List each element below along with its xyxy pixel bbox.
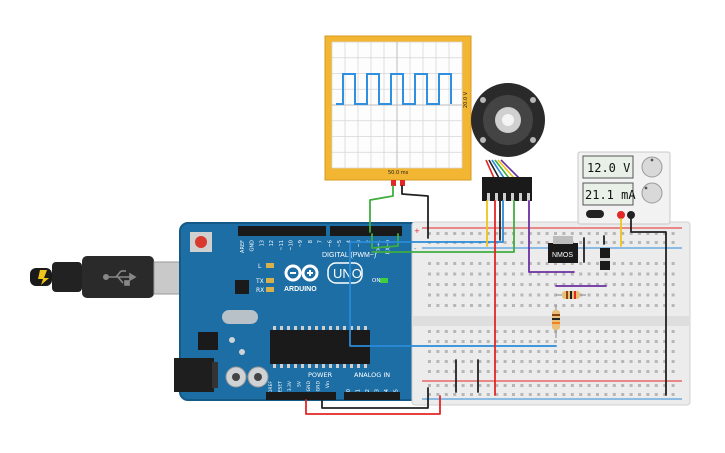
digital-pin-label: 12 <box>269 240 275 246</box>
current-knob[interactable] <box>641 182 663 204</box>
wire-5v-red <box>305 395 441 415</box>
atmega-chip <box>270 330 370 364</box>
digital-pin-label: ~9 <box>298 240 304 247</box>
encoder-connector <box>482 177 532 201</box>
led-l-label: L <box>258 263 262 270</box>
rail-minus-label: - <box>414 245 417 253</box>
resistor-horizontal[interactable] <box>556 291 586 299</box>
wire-scope-black <box>401 185 429 239</box>
current-readout: 21.1 mA <box>585 188 636 202</box>
scope-probe-red[interactable] <box>391 180 396 186</box>
digital-pin-label: 13 <box>259 240 265 246</box>
wire-encoder-green <box>371 200 515 253</box>
power-jack[interactable] <box>174 358 214 392</box>
voltage-regulator <box>198 332 218 350</box>
arduino-logo-icon <box>284 264 319 282</box>
scope-time-div: 50.0 ms <box>388 170 409 176</box>
power-switch[interactable] <box>586 210 604 218</box>
power-pin-label: 3.3V <box>287 380 293 391</box>
digital-pin-label: GND <box>250 240 256 252</box>
breadboard[interactable]: + - <box>411 221 691 406</box>
digital-header-right <box>330 226 402 236</box>
rail-plus-label: + <box>414 227 420 235</box>
arduino-brand: ARDUINO <box>284 286 317 293</box>
digital-header-left <box>238 226 326 236</box>
digital-pin-label: ~6 <box>327 240 333 247</box>
wire-encoder-blue <box>349 200 557 347</box>
analog-label: ANALOG IN <box>354 371 390 379</box>
digital-pin-label: ~10 <box>289 240 295 251</box>
crystal <box>222 310 258 324</box>
power-pin-label: IOREF <box>268 381 274 395</box>
nmos-transistor[interactable]: NMOS <box>548 236 578 263</box>
wires[interactable] <box>305 185 667 415</box>
voltage-display <box>582 155 634 179</box>
diode[interactable] <box>600 248 610 270</box>
digital-pin-label: ~3 <box>356 240 362 247</box>
breadboard-center-channel <box>412 316 690 326</box>
led-rx-label: RX <box>256 287 264 294</box>
oscilloscope[interactable]: 50.0 ms 20.0 V <box>324 35 472 186</box>
voltage-readout: 12.0 V <box>587 161 630 175</box>
wire-encoder-purple <box>528 200 575 273</box>
analog-header <box>344 392 400 400</box>
wire-psu-black <box>630 218 667 396</box>
arduino-model: UNO <box>333 266 362 281</box>
power-label: POWER <box>308 371 333 379</box>
scope-probe-black[interactable] <box>400 180 405 186</box>
usb-cable[interactable] <box>30 256 189 298</box>
voltage-knob[interactable] <box>641 156 663 178</box>
plug-warning-icon <box>38 270 49 285</box>
power-header <box>266 392 336 400</box>
on-label: ON <box>372 278 380 284</box>
nmos-label: NMOS <box>552 252 573 259</box>
power-pin-label: GND <box>306 380 312 391</box>
digital-pin-label: ~11 <box>279 240 285 251</box>
wire-green-pin <box>371 233 399 249</box>
power-pin-label: Vin <box>325 381 331 388</box>
digital-pin-label: 7 <box>318 240 324 243</box>
power-pin-label: GND <box>316 380 322 391</box>
led-tx-label: TX <box>255 278 264 285</box>
psu-terminal-negative[interactable] <box>627 211 635 219</box>
power-supply[interactable]: 12.0 V 21.1 mA <box>577 151 671 225</box>
wire-gnd-black <box>321 387 429 409</box>
psu-terminal-positive[interactable] <box>617 211 625 219</box>
scope-volt-div: 20.0 V <box>463 91 469 108</box>
usb-icon <box>103 270 137 286</box>
power-led <box>380 278 388 283</box>
encoder-motor[interactable] <box>471 83 545 201</box>
wire-scope-red <box>369 185 394 233</box>
led-rx <box>266 287 274 292</box>
digital-pin-label: AREF <box>240 240 246 253</box>
usb-chip <box>235 280 249 294</box>
digital-pin-label: 8 <box>308 240 314 243</box>
resistor-vertical[interactable] <box>552 305 560 338</box>
led-tx <box>266 278 274 283</box>
power-pin-label: RESET <box>278 381 284 396</box>
scope-trace <box>336 73 452 105</box>
current-display <box>582 182 634 206</box>
power-pin-label: 5V <box>297 380 303 387</box>
digital-pin-label: ~5 <box>337 240 343 247</box>
breadboard-holes <box>428 232 675 396</box>
led-l <box>266 263 274 268</box>
